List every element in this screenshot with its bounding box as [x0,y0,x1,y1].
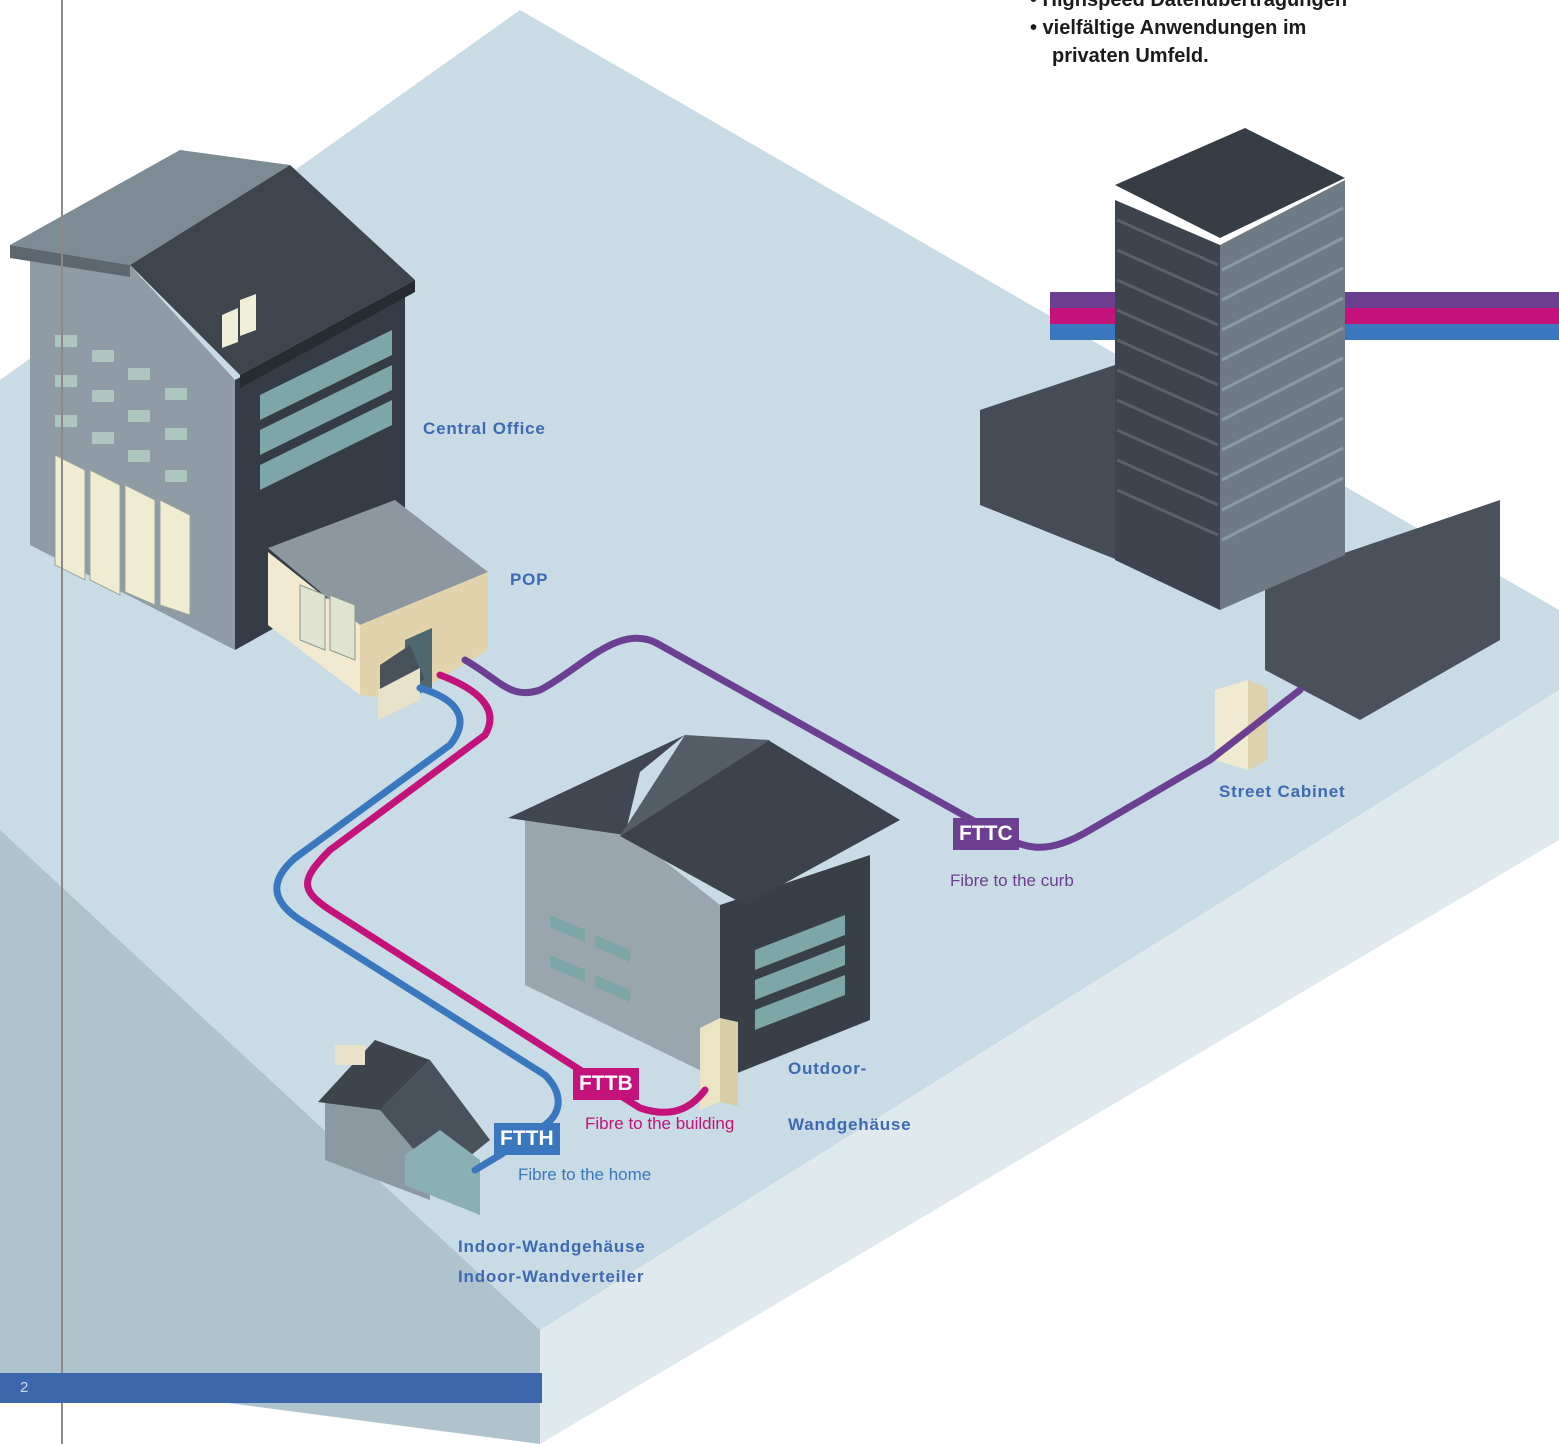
feature-list: • Highspeed Datenübertragungen • vielfäl… [1030,0,1347,70]
central-office-label: Central Office [423,419,546,438]
fttc-description: Fibre to the curb [950,871,1074,890]
house [318,645,490,1215]
fttb-tag: FTTB [573,1068,639,1100]
office-building [508,735,900,1110]
ground-side-right [540,690,1559,1444]
ftth-tag: FTTH [494,1123,560,1155]
ground-side-left [0,800,540,1444]
pop-label: POP [510,570,549,589]
tower-complex [980,128,1500,770]
ftth-description: Fibre to the home [518,1165,652,1184]
indoor-label-line1: Indoor-Wandgehäuse [458,1237,646,1256]
feature-item: • vielfältige Anwendungen im [1030,17,1307,39]
outdoor-label-line2: Wandgehäuse [788,1115,912,1134]
fttc-tag: FTTC [953,818,1019,850]
chimney-icon [222,308,238,348]
fttb-route [304,671,709,1116]
page-number: 2 [20,1379,29,1396]
fttb-description: Fibre to the building [585,1114,735,1133]
ftth-route [273,684,562,1174]
page-number-bar: 2 [0,1373,542,1403]
indoor-label-line2: Indoor-Wandverteiler [458,1267,645,1286]
street-cabinet-label: Street Cabinet [1219,782,1346,801]
feature-item: • Highspeed Datenübertragungen [1030,0,1348,11]
feature-item: privaten Umfeld. [1052,45,1209,67]
outdoor-label-line1: Outdoor- [788,1059,868,1078]
fttc-route [461,634,1304,851]
page-margin-line [61,0,63,1444]
